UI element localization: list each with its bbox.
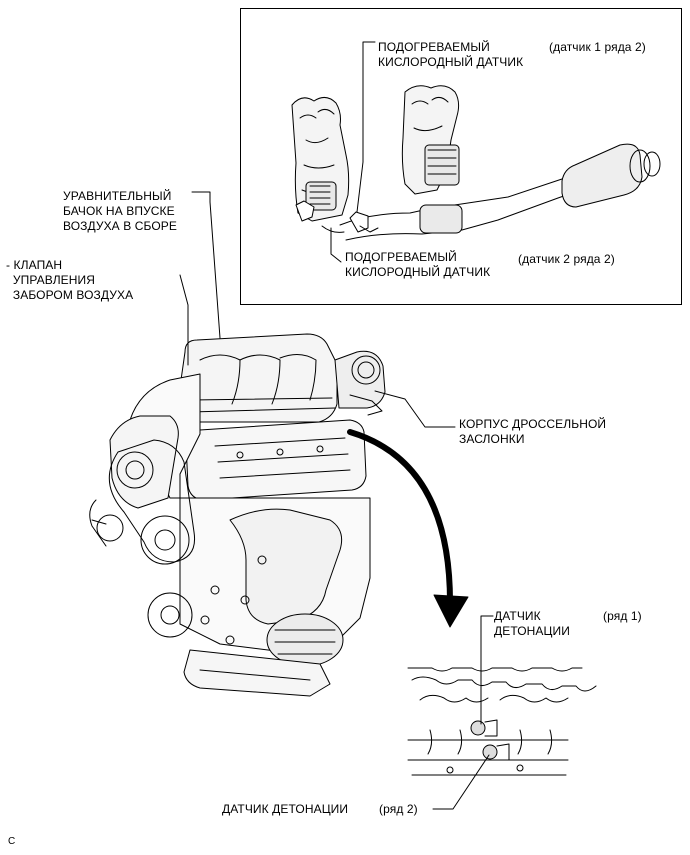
label-knock-sensor-bank1: ДАТЧИК ДЕТОНАЦИИ	[494, 609, 570, 638]
leader-knock-upper	[480, 615, 494, 725]
label-throttle-body: КОРПУС ДРОССЕЛЬНОЙ ЗАСЛОНКИ	[459, 417, 607, 446]
label-bank2: (ряд 2)	[379, 802, 418, 816]
label-intake-control-valve: - КЛАПАН УПРАВЛЕНИЯ ЗАБОРОМ ВОЗДУХА	[6, 258, 134, 302]
leader-o2-upper	[356, 41, 376, 213]
leader-intake-valve	[179, 274, 189, 366]
corner-code: C	[8, 836, 16, 847]
label-heated-o2-sensor-bank2: ПОДОГРЕВАЕМЫЙ КИСЛОРОДНЫЙ ДАТЧИК	[345, 250, 491, 279]
engine-drawing	[89, 333, 386, 697]
label-intake-surge-tank: УРАВНИТЕЛЬНЫЙ БАЧОК НА ВПУСКЕ ВОЗДУХА В …	[63, 189, 177, 233]
detail-arrow	[347, 429, 453, 605]
exhaust-inset-frame	[240, 8, 682, 305]
label-sensor-bank1-position: (датчик 1 ряда 2)	[549, 40, 646, 54]
leader-o2-lower	[330, 227, 342, 263]
detail-arrow-head	[433, 594, 469, 628]
exhaust-assembly-drawing	[291, 85, 661, 241]
label-knock-sensor-bank2: ДАТЧИК ДЕТОНАЦИИ	[222, 802, 349, 816]
leader-throttle-body	[374, 390, 456, 428]
knock-sensor-detail-drawing	[407, 667, 597, 776]
label-bank1: (ряд 1)	[603, 609, 642, 623]
leader-knock-lower	[432, 754, 490, 810]
leader-surge-tank	[191, 191, 221, 339]
label-sensor-bank2-position: (датчик 2 ряда 2)	[518, 252, 615, 266]
label-heated-o2-sensor-bank1: ПОДОГРЕВАЕМЫЙ КИСЛОРОДНЫЙ ДАТЧИК	[378, 40, 524, 69]
